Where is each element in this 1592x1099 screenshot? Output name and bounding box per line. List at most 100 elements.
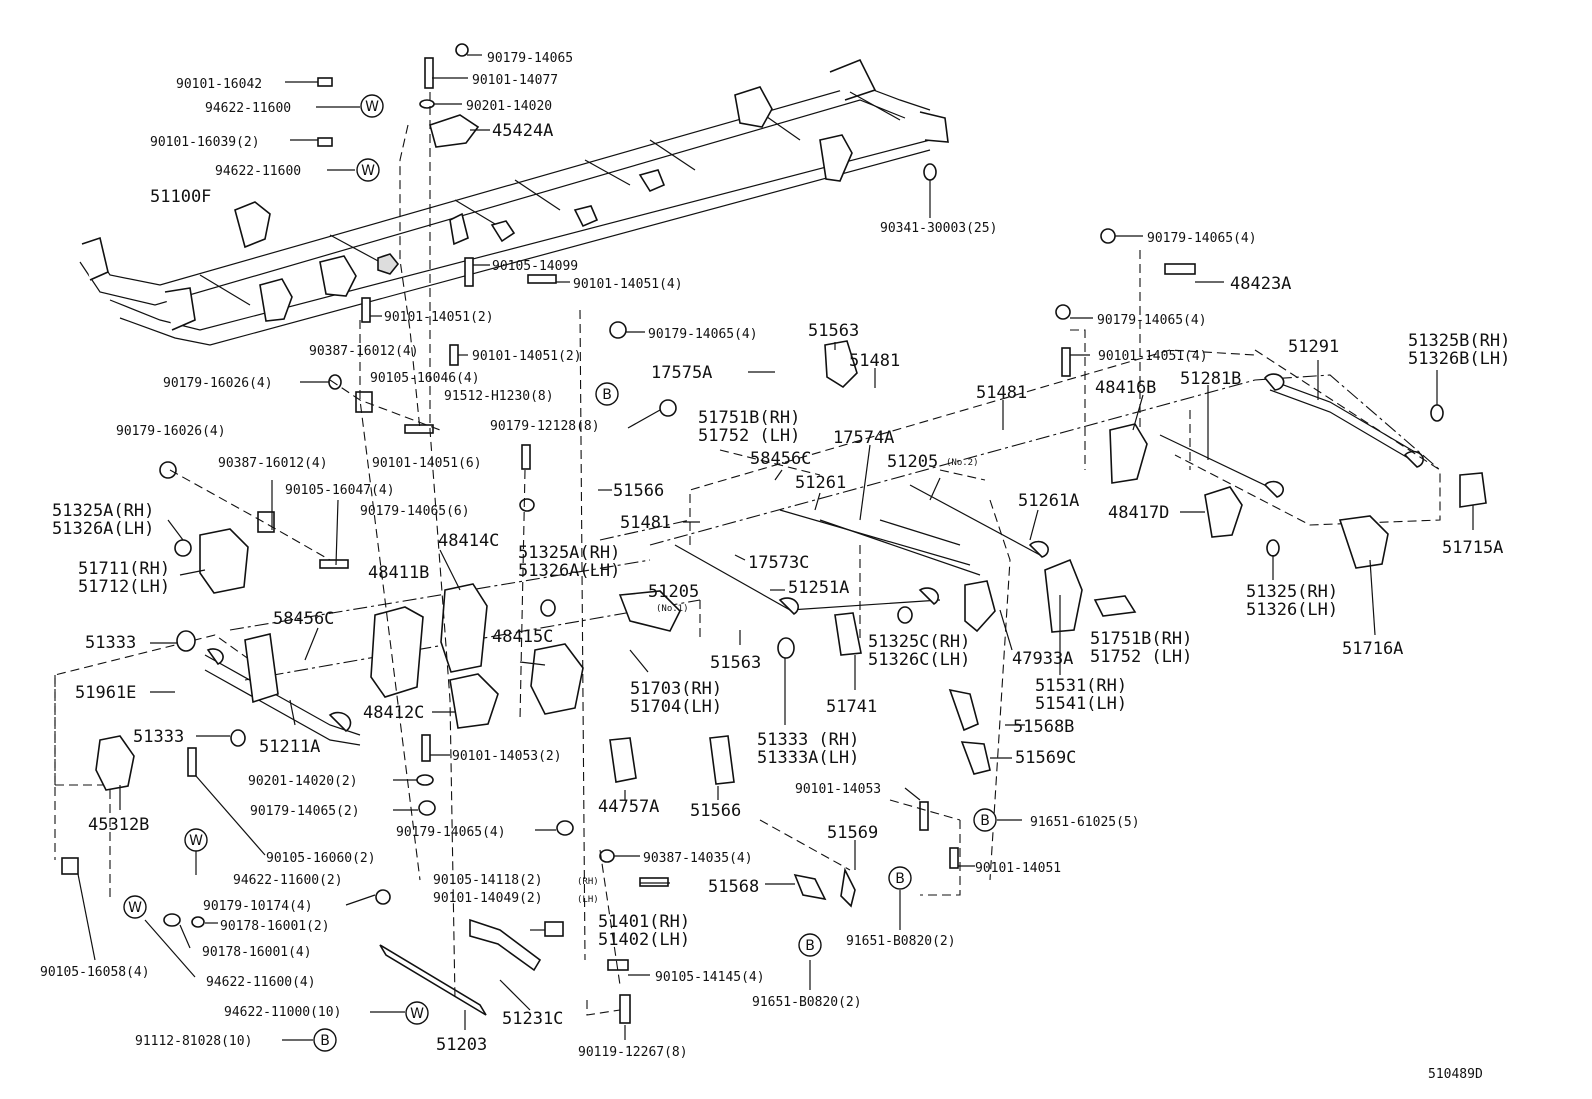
part-label: 91651-B0820(2) — [846, 934, 956, 949]
part-label: 51205 — [648, 582, 699, 602]
part-label: 48423A — [1230, 274, 1291, 294]
part-label: 90105-16046(4) — [370, 371, 480, 386]
part-label: 90179-16026(4) — [116, 424, 226, 439]
part-label: 51568B — [1013, 717, 1074, 737]
part-label: 91651-B0820(2) — [752, 995, 862, 1010]
part-label: 94622-11600 — [215, 164, 301, 179]
part-label: 51751B(RH) — [1090, 629, 1192, 649]
part-label: 51211A — [259, 737, 320, 757]
part-label: 91651-61025(5) — [1030, 815, 1140, 830]
part-label: 51325B(RH) — [1408, 331, 1510, 351]
part-label: 51333 — [133, 727, 184, 747]
part-label: 51402(LH) — [598, 930, 690, 950]
bolt-symbol: B — [973, 808, 997, 832]
part-label: 51703(RH) — [630, 679, 722, 699]
svg-text:B: B — [602, 387, 612, 403]
part-label: 51203 — [436, 1035, 487, 1055]
washer-symbol: W — [184, 828, 208, 852]
part-label: 51251A — [788, 578, 849, 598]
part-label: 91512-H1230(8) — [444, 389, 554, 404]
part-label: 90105-16058(4) — [40, 965, 150, 980]
part-label: 90341-30003(25) — [880, 221, 997, 236]
part-label: 90105-14099 — [492, 259, 578, 274]
part-label: 90387-16012(4) — [218, 456, 328, 471]
part-label: 91112-81028(10) — [135, 1034, 252, 1049]
part-label: 51563 — [808, 321, 859, 341]
washer-symbol: W — [405, 1001, 429, 1025]
washer-symbol: W — [123, 895, 147, 919]
part-label: 51325(RH) — [1246, 582, 1338, 602]
part-label: 51563 — [710, 653, 761, 673]
part-label: 90101-14051(2) — [384, 310, 494, 325]
part-label: 17575A — [651, 363, 712, 383]
part-label: 90105-14118(2) — [433, 873, 543, 888]
svg-text:W: W — [361, 163, 375, 179]
part-label: 51481 — [849, 351, 900, 371]
washer-symbol-group: W W W W W — [123, 94, 429, 1025]
svg-text:W: W — [189, 833, 203, 849]
part-label: 44757A — [598, 797, 659, 817]
part-label: (No.2) — [946, 458, 979, 468]
part-label: 51704(LH) — [630, 697, 722, 717]
leader-lines — [54, 54, 1474, 1041]
part-label: 90179-12128(8) — [490, 419, 600, 434]
part-label: 51711(RH) — [78, 559, 170, 579]
part-label: 90179-14065(2) — [250, 804, 360, 819]
part-label: 58456C — [273, 609, 334, 629]
part-label: 90179-14065(4) — [396, 825, 506, 840]
part-label: 51961E — [75, 683, 136, 703]
part-label: 51281B — [1180, 369, 1241, 389]
part-label: 90105-14145(4) — [655, 970, 765, 985]
part-label: 90179-16026(4) — [163, 376, 273, 391]
part-label: 90101-14051 — [975, 861, 1061, 876]
part-label: (No.1) — [656, 604, 689, 614]
part-label: 90101-14051(2) — [472, 349, 582, 364]
part-label: 51333 (RH) — [757, 730, 859, 750]
part-label: 45424A — [492, 121, 553, 141]
part-label: 51481 — [976, 383, 1027, 403]
part-label: (RH) — [577, 877, 599, 887]
part-label: 90387-16012(4) — [309, 344, 419, 359]
part-label: 48415C — [492, 627, 553, 647]
part-label: 51541(LH) — [1035, 694, 1127, 714]
fasteners-drawing — [61, 43, 1444, 1024]
part-label: (LH) — [577, 895, 599, 905]
svg-text:W: W — [410, 1006, 424, 1022]
part-label: 51326A(LH) — [52, 519, 154, 539]
part-label: 48414C — [438, 531, 499, 551]
part-label: 90179-14065(4) — [1097, 313, 1207, 328]
part-label: 51752 (LH) — [1090, 647, 1192, 667]
part-label: 90179-10174(4) — [203, 899, 313, 914]
part-label: 90179-14065(4) — [1147, 231, 1257, 246]
bolt-symbol-group: B B B B B — [313, 382, 997, 1052]
washer-symbol: W — [360, 94, 384, 118]
svg-text:W: W — [128, 900, 142, 916]
part-label: 51326(LH) — [1246, 600, 1338, 620]
part-label: 51751B(RH) — [698, 408, 800, 428]
part-label: 17574A — [833, 428, 894, 448]
part-label: 51566 — [690, 801, 741, 821]
part-label: 90101-14051(4) — [1098, 349, 1208, 364]
part-label: 51566 — [613, 481, 664, 501]
part-label: 58456C — [750, 449, 811, 469]
part-label: 48412C — [363, 703, 424, 723]
part-label: 51401(RH) — [598, 912, 690, 932]
part-label: 51326B(LH) — [1408, 349, 1510, 369]
part-label: 90101-14051(6) — [372, 456, 482, 471]
part-label: 90101-14051(4) — [573, 277, 683, 292]
part-label: 51569 — [827, 823, 878, 843]
part-label: 51741 — [826, 697, 877, 717]
part-label: 90105-16060(2) — [266, 851, 376, 866]
svg-text:W: W — [365, 99, 379, 115]
part-label: 90101-16042 — [176, 77, 262, 92]
part-label: 94622-11600(2) — [233, 873, 343, 888]
part-label: 94622-11000(10) — [224, 1005, 341, 1020]
part-label: 51261 — [795, 473, 846, 493]
part-label: 90179-14065(6) — [360, 504, 470, 519]
part-label: 51325A(RH) — [52, 501, 154, 521]
part-labels: 90179-14065 90101-16042 90101-14077 9462… — [40, 51, 1510, 1082]
svg-text:B: B — [980, 813, 990, 829]
part-label: 48411B — [368, 563, 429, 583]
part-label: 90178-16001(4) — [202, 945, 312, 960]
part-label: 90179-14065(4) — [648, 327, 758, 342]
